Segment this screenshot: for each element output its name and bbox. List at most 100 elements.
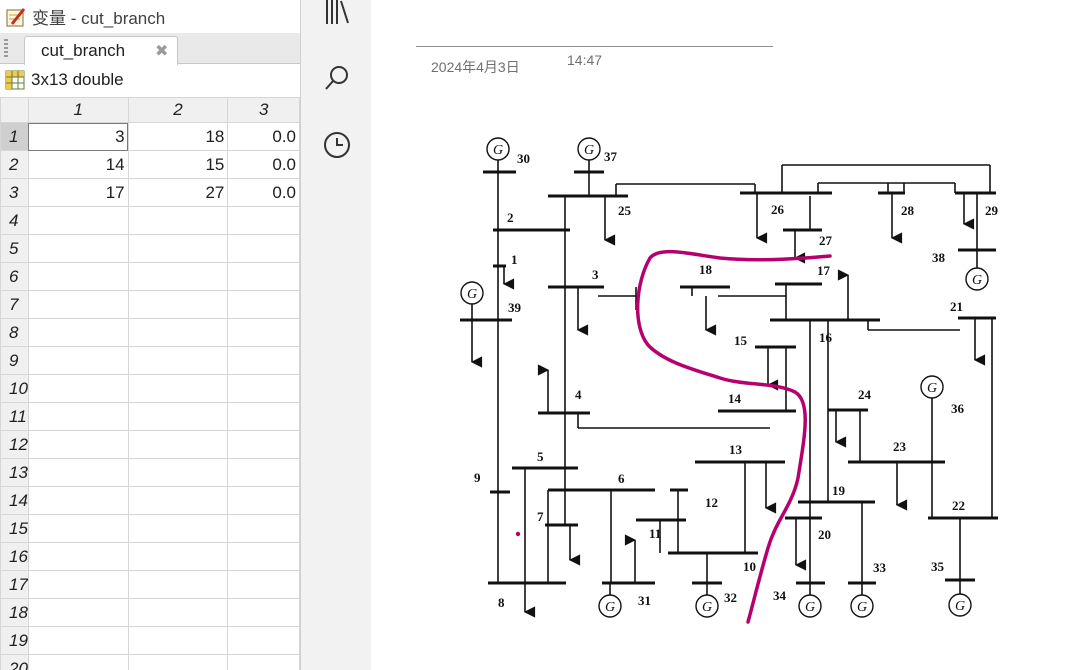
table-cell[interactable] (227, 458, 300, 487)
table-cell[interactable]: 27 (127, 178, 229, 207)
table-cell[interactable] (27, 486, 129, 515)
table-cell[interactable]: 15 (127, 150, 229, 179)
tab-grip-handle[interactable] (4, 39, 8, 57)
table-cell[interactable] (227, 346, 300, 375)
column-header[interactable]: 3 (227, 97, 300, 123)
row-header[interactable]: 7 (0, 290, 29, 319)
row-header[interactable]: 1 (0, 122, 29, 151)
table-cell[interactable] (127, 374, 229, 403)
table-cell[interactable] (127, 598, 229, 627)
table-cell[interactable] (127, 290, 229, 319)
grid-corner[interactable] (0, 97, 29, 123)
row-header[interactable]: 5 (0, 234, 29, 263)
table-cell[interactable] (27, 458, 129, 487)
table-cell[interactable] (227, 402, 300, 431)
table-cell[interactable] (127, 514, 229, 543)
table-cell[interactable] (127, 262, 229, 291)
table-cell[interactable]: 14 (27, 150, 129, 179)
table-cell[interactable]: 3 (27, 122, 129, 151)
table-cell[interactable] (127, 654, 229, 670)
row-header[interactable]: 12 (0, 430, 29, 459)
row-header[interactable]: 17 (0, 570, 29, 599)
variable-size-label: 3x13 double (31, 70, 124, 89)
table-row: 15 (0, 514, 300, 543)
table-cell[interactable] (227, 598, 300, 627)
table-cell[interactable] (27, 402, 129, 431)
table-cell[interactable] (27, 570, 129, 599)
table-cell[interactable] (27, 290, 129, 319)
row-header[interactable]: 10 (0, 374, 29, 403)
connection-lines (471, 160, 993, 595)
table-cell[interactable] (27, 542, 129, 571)
table-cell[interactable] (227, 234, 300, 263)
table-cell[interactable] (127, 626, 229, 655)
table-cell[interactable] (27, 626, 129, 655)
table-cell[interactable] (227, 626, 300, 655)
table-cell[interactable] (27, 346, 129, 375)
search-icon[interactable] (323, 64, 351, 92)
row-header[interactable]: 2 (0, 150, 29, 179)
row-header[interactable]: 4 (0, 206, 29, 235)
table-cell[interactable] (127, 542, 229, 571)
table-cell[interactable] (127, 430, 229, 459)
table-cell[interactable] (127, 486, 229, 515)
table-cell[interactable] (127, 318, 229, 347)
table-cell[interactable] (227, 374, 300, 403)
table-cell[interactable] (227, 514, 300, 543)
bus-label: 22 (952, 498, 965, 513)
table-cell[interactable] (27, 598, 129, 627)
table-cell[interactable] (227, 262, 300, 291)
row-header[interactable]: 9 (0, 346, 29, 375)
table-cell[interactable] (127, 206, 229, 235)
tab-cut-branch[interactable]: cut_branch ✖ (24, 36, 178, 65)
table-cell[interactable] (227, 430, 300, 459)
table-cell[interactable] (27, 374, 129, 403)
table-cell[interactable] (27, 430, 129, 459)
table-cell[interactable] (227, 542, 300, 571)
table-cell[interactable] (127, 402, 229, 431)
row-header[interactable]: 16 (0, 542, 29, 571)
row-header[interactable]: 8 (0, 318, 29, 347)
table-cell[interactable] (127, 234, 229, 263)
bus-label: 27 (819, 233, 833, 248)
close-icon[interactable]: ✖ (155, 43, 169, 60)
table-cell[interactable]: 0.0 (227, 122, 300, 151)
library-icon[interactable] (323, 0, 351, 28)
variable-editor: 变量 - cut_branch cut_branch ✖ 3x13 double… (0, 0, 300, 670)
table-cell[interactable] (27, 206, 129, 235)
bus-label: 5 (537, 449, 544, 464)
table-cell[interactable] (227, 318, 300, 347)
generator-icon: G (486, 137, 510, 161)
row-header[interactable]: 19 (0, 626, 29, 655)
table-cell[interactable] (127, 346, 229, 375)
column-header[interactable]: 1 (27, 97, 129, 123)
table-cell[interactable] (227, 654, 300, 670)
row-header[interactable]: 15 (0, 514, 29, 543)
table-cell[interactable]: 18 (127, 122, 229, 151)
table-cell[interactable] (227, 570, 300, 599)
table-cell[interactable] (127, 570, 229, 599)
row-header[interactable]: 3 (0, 178, 29, 207)
bus-label: 33 (873, 560, 887, 575)
row-header[interactable]: 11 (0, 402, 29, 431)
table-cell[interactable]: 17 (27, 178, 129, 207)
row-header[interactable]: 18 (0, 598, 29, 627)
table-cell[interactable] (27, 654, 129, 670)
clock-icon[interactable] (323, 131, 351, 159)
table-cell[interactable]: 0.0 (227, 150, 300, 179)
table-cell[interactable] (227, 206, 300, 235)
row-header[interactable]: 14 (0, 486, 29, 515)
table-cell[interactable] (227, 290, 300, 319)
table-cell[interactable] (27, 262, 129, 291)
table-cell[interactable] (127, 458, 229, 487)
row-header[interactable]: 13 (0, 458, 29, 487)
table-cell[interactable] (227, 486, 300, 515)
row-header[interactable]: 20 (0, 654, 29, 670)
table-cell[interactable] (27, 318, 129, 347)
table-cell[interactable] (27, 234, 129, 263)
row-header[interactable]: 6 (0, 262, 29, 291)
table-cell[interactable] (27, 514, 129, 543)
column-header[interactable]: 2 (127, 97, 229, 123)
table-cell[interactable]: 0.0 (227, 178, 300, 207)
